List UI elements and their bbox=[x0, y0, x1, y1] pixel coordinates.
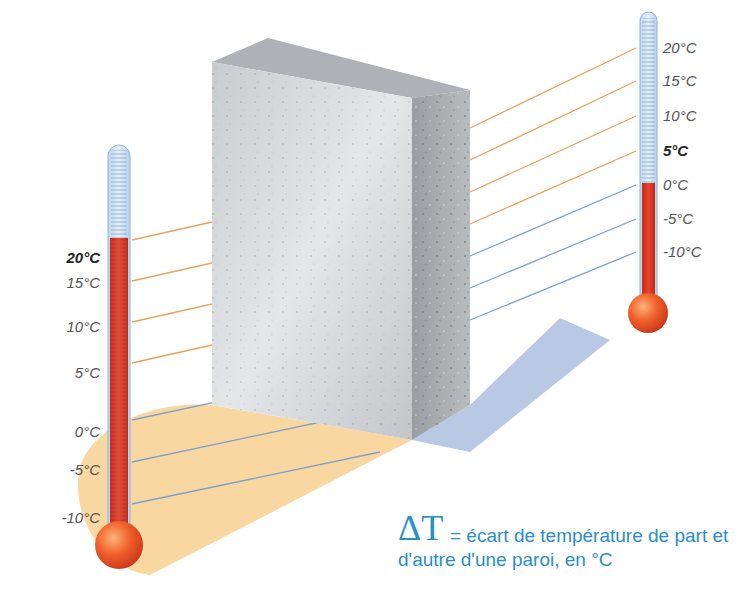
scale-label: 15°C bbox=[66, 275, 100, 290]
scale-label: 10°C bbox=[663, 108, 697, 123]
scale-label: 15°C bbox=[663, 73, 697, 88]
scale-label: 10°C bbox=[66, 319, 100, 334]
scale-label: -5°C bbox=[663, 211, 693, 226]
delta-symbol: ΔT bbox=[398, 510, 443, 546]
scale-label: 0°C bbox=[663, 177, 688, 192]
scale-label: -5°C bbox=[70, 462, 100, 477]
scale-label: 5°C bbox=[75, 365, 100, 380]
scale-label: -10°C bbox=[663, 244, 702, 259]
scale-label: 20°C bbox=[663, 40, 697, 55]
scale-label: 20°C bbox=[66, 250, 100, 265]
scale-label: 0°C bbox=[75, 424, 100, 439]
definition-text: = écart de température de part et d'autr… bbox=[398, 524, 746, 572]
scale-label: 5°C bbox=[663, 143, 688, 158]
scale-label: -10°C bbox=[61, 510, 100, 525]
